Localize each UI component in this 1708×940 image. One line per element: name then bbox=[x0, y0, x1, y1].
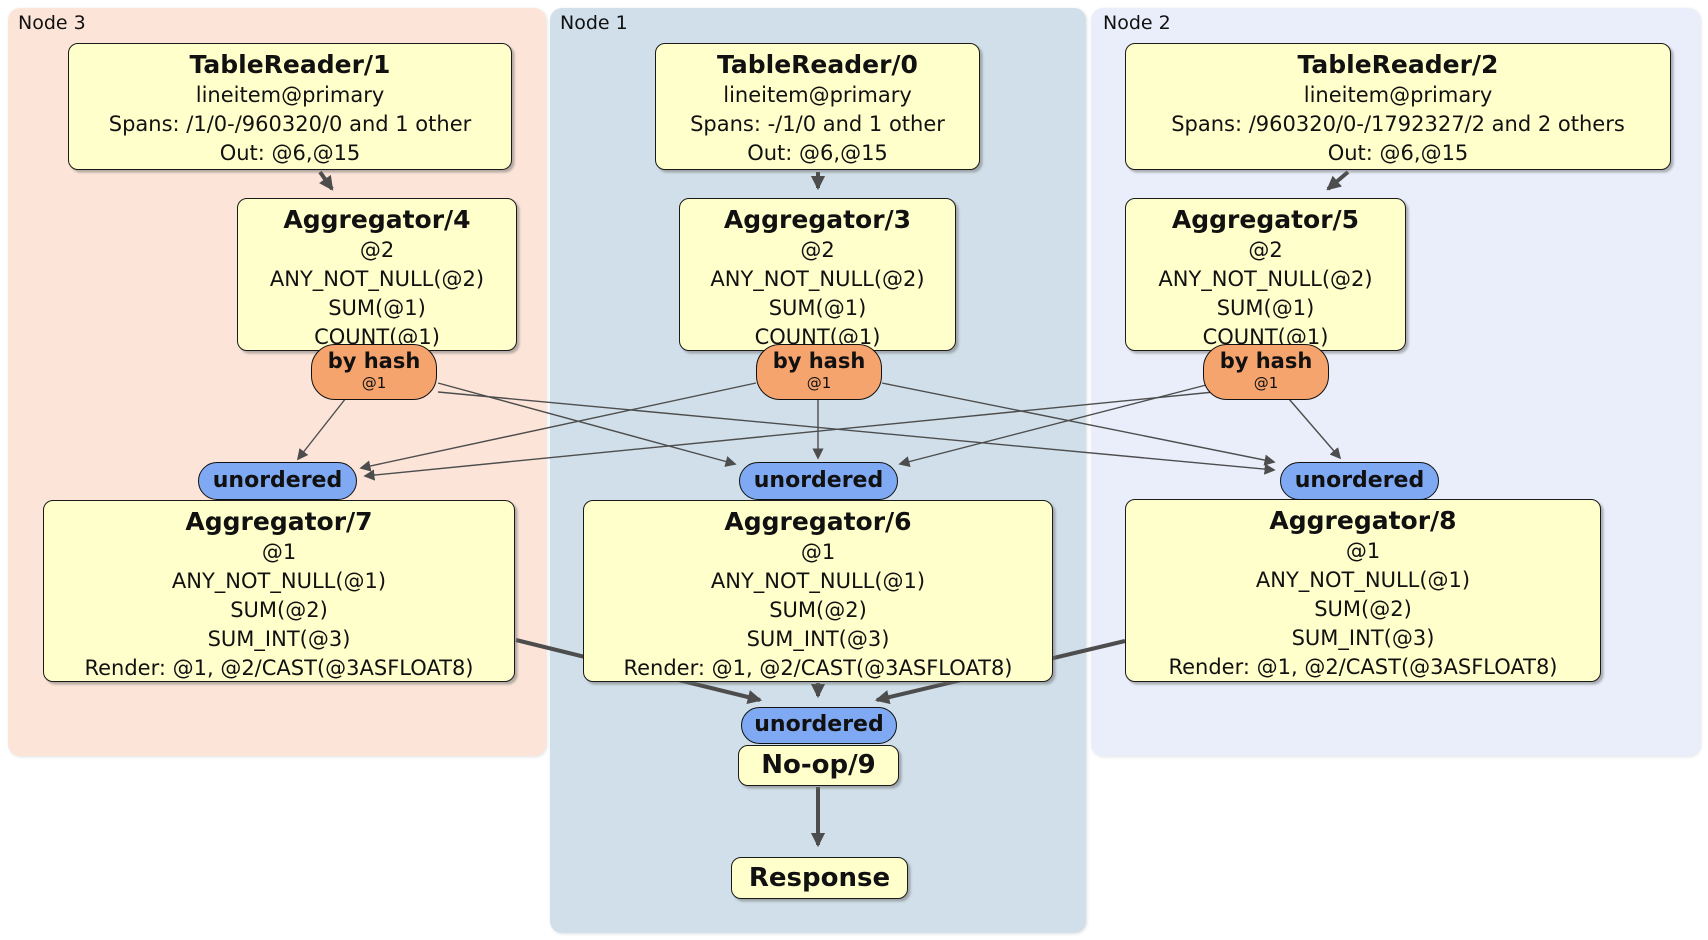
unordered-sync-node3: unordered bbox=[198, 462, 357, 500]
box-line: @2 bbox=[359, 238, 395, 262]
edge-hash2-to-uno3 bbox=[363, 391, 1215, 481]
box-line: Render: @1, @2/CAST(@3ASFLOAT8) bbox=[623, 656, 1013, 680]
box-line: SUM(@2) bbox=[1314, 597, 1412, 621]
box-line: SUM_INT(@3) bbox=[746, 627, 890, 651]
hash-mesh-edges bbox=[296, 382, 1342, 481]
box-title: TableReader/1 bbox=[189, 50, 391, 79]
noop-9-box: No-op/9 bbox=[738, 745, 899, 786]
box-line: SUM(@2) bbox=[230, 598, 328, 622]
box-line: lineitem@primary bbox=[195, 83, 385, 107]
by-hash-router-node1: by hash @1 bbox=[756, 344, 882, 400]
box-line: ANY_NOT_NULL(@2) bbox=[710, 267, 925, 291]
box-title: Aggregator/5 bbox=[1171, 205, 1360, 234]
router-label: by hash bbox=[1219, 349, 1313, 373]
box-title: Aggregator/4 bbox=[283, 205, 471, 234]
router-key: @1 bbox=[806, 374, 832, 392]
router-key: @1 bbox=[361, 374, 387, 392]
unordered-sync-node1: unordered bbox=[739, 462, 898, 500]
box-line: ANY_NOT_NULL(@2) bbox=[1158, 267, 1373, 291]
box-line: lineitem@primary bbox=[1303, 83, 1493, 107]
edge-hash1-to-uno2 bbox=[881, 382, 1276, 466]
box-title: Aggregator/7 bbox=[185, 507, 373, 536]
box-line: SUM_INT(@3) bbox=[207, 627, 351, 651]
aggregator-8-box: Aggregator/8 @1 ANY_NOT_NULL(@1) SUM(@2)… bbox=[1125, 499, 1601, 682]
router-key: @1 bbox=[1253, 374, 1279, 392]
edge-hash3-to-uno2 bbox=[437, 391, 1276, 475]
box-title: TableReader/0 bbox=[717, 50, 918, 79]
edge-hash2-to-uno2 bbox=[1288, 398, 1342, 460]
box-line: ANY_NOT_NULL(@1) bbox=[710, 569, 926, 593]
box-line: ANY_NOT_NULL(@1) bbox=[171, 569, 387, 593]
edge-hash2-to-uno1 bbox=[898, 382, 1215, 468]
tablereader-2-box: TableReader/2 lineitem@primary Spans: /9… bbox=[1125, 43, 1671, 170]
box-line: @2 bbox=[800, 238, 835, 262]
box-line: ANY_NOT_NULL(@2) bbox=[269, 267, 485, 291]
edge-hash3-to-uno1 bbox=[437, 382, 737, 467]
by-hash-router-node3: by hash @1 bbox=[311, 344, 437, 400]
aggregator-3-box: Aggregator/3 @2 ANY_NOT_NULL(@2) SUM(@1)… bbox=[679, 198, 956, 351]
aggregator-4-box: Aggregator/4 @2 ANY_NOT_NULL(@2) SUM(@1)… bbox=[237, 198, 517, 351]
edge-tr1-to-agg4 bbox=[318, 170, 334, 191]
edge-hash1-to-uno3 bbox=[359, 382, 757, 472]
box-line: Spans: /960320/0-/1792327/2 and 2 others bbox=[1171, 112, 1625, 136]
box-line: @1 bbox=[261, 540, 297, 564]
tablereader-1-box: TableReader/1 lineitem@primary Spans: /1… bbox=[68, 43, 512, 170]
box-line: @1 bbox=[800, 540, 836, 564]
box-title: No-op/9 bbox=[761, 750, 876, 780]
tablereader-0-box: TableReader/0 lineitem@primary Spans: -/… bbox=[655, 43, 980, 170]
box-title: TableReader/2 bbox=[1297, 50, 1499, 79]
edge-hash3-to-uno3 bbox=[296, 397, 347, 461]
aggregator-6-box: Aggregator/6 @1 ANY_NOT_NULL(@1) SUM(@2)… bbox=[583, 500, 1053, 682]
box-line: SUM_INT(@3) bbox=[1291, 626, 1435, 650]
unordered-sync-final: unordered bbox=[741, 707, 897, 744]
box-title: Aggregator/3 bbox=[723, 205, 912, 234]
box-line: Spans: -/1/0 and 1 other bbox=[690, 112, 945, 136]
box-line: SUM(@1) bbox=[328, 296, 426, 320]
box-line: SUM(@1) bbox=[768, 296, 867, 320]
box-line: Out: @6,@15 bbox=[219, 141, 361, 165]
node1-label: Node 1 bbox=[560, 12, 628, 34]
box-line: Spans: /1/0-/960320/0 and 1 other bbox=[108, 112, 472, 136]
box-line: lineitem@primary bbox=[723, 83, 912, 107]
box-line: @1 bbox=[1345, 539, 1381, 563]
box-title: Response bbox=[748, 863, 891, 893]
router-label: by hash bbox=[327, 349, 421, 373]
box-line: Out: @6,@15 bbox=[1327, 141, 1469, 165]
box-title: Aggregator/8 bbox=[1269, 506, 1457, 535]
node2-label: Node 2 bbox=[1103, 12, 1171, 34]
box-line: ANY_NOT_NULL(@1) bbox=[1255, 568, 1471, 592]
aggregator-7-box: Aggregator/7 @1 ANY_NOT_NULL(@1) SUM(@2)… bbox=[43, 500, 515, 682]
node3-label: Node 3 bbox=[18, 12, 86, 34]
box-line: @2 bbox=[1248, 238, 1283, 262]
edge-tr2-to-agg5 bbox=[1326, 170, 1350, 191]
response-box: Response bbox=[731, 857, 908, 899]
box-line: SUM(@1) bbox=[1216, 296, 1315, 320]
box-title: Aggregator/6 bbox=[724, 507, 912, 536]
box-line: Render: @1, @2/CAST(@3ASFLOAT8) bbox=[1168, 655, 1558, 679]
box-line: Render: @1, @2/CAST(@3ASFLOAT8) bbox=[84, 656, 474, 680]
by-hash-router-node2: by hash @1 bbox=[1203, 344, 1329, 400]
box-line: Out: @6,@15 bbox=[747, 141, 888, 165]
unordered-sync-node2: unordered bbox=[1280, 462, 1439, 500]
router-label: by hash bbox=[772, 349, 866, 373]
box-line: SUM(@2) bbox=[769, 598, 867, 622]
aggregator-5-box: Aggregator/5 @2 ANY_NOT_NULL(@2) SUM(@1)… bbox=[1125, 198, 1406, 351]
